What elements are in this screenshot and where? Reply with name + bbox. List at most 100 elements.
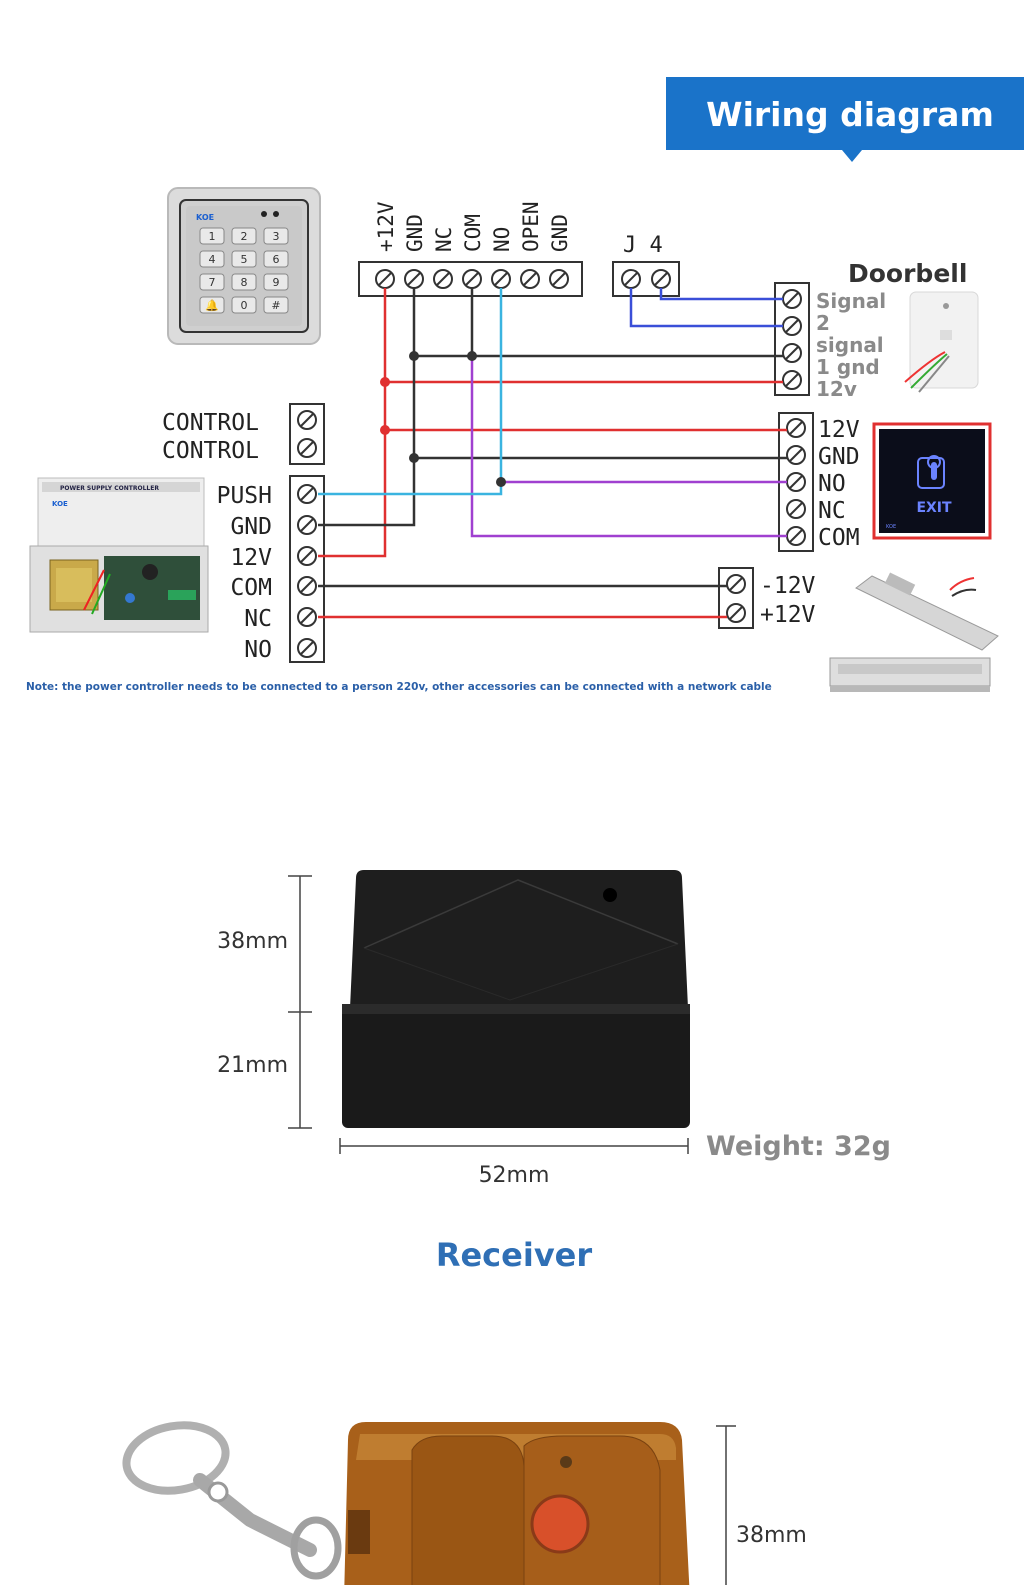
doorbell-image: [904, 291, 979, 393]
doorbell-terminal-label: signal: [816, 333, 884, 357]
j4-label: J 4: [623, 233, 663, 258]
controller-header: POWER SUPPLY CONTROLLER: [60, 485, 159, 492]
terminal-screw: [297, 484, 317, 504]
receiver-box-image: [342, 870, 690, 1128]
keypad-brand: KOE: [196, 213, 214, 222]
keypad-key-label: 0: [241, 299, 248, 312]
keypad-key: 6: [263, 250, 289, 268]
doorbell-terminal-label: 2: [816, 311, 830, 335]
keypad-key: #: [263, 296, 289, 314]
keypad-key: 4: [199, 250, 225, 268]
remote-dim-height: 38mm: [736, 1523, 807, 1548]
keypad-key: 1: [199, 227, 225, 245]
terminal-screw: [433, 269, 453, 289]
bolt-lock-image: [855, 572, 999, 651]
controller-terminal-label: NO: [244, 637, 272, 663]
wires: [318, 288, 787, 619]
keyring-image: [122, 1421, 342, 1580]
terminal-screw: [786, 499, 806, 519]
keypad-key-label: 2: [241, 230, 248, 243]
keypad-key: 9: [263, 273, 289, 291]
exit-terminal-label: COM: [818, 525, 860, 551]
exit-terminal-label: 12V: [818, 417, 860, 443]
controller-terminal-label: PUSH: [217, 483, 272, 509]
receiver-dim-bottom: 21mm: [217, 1053, 288, 1078]
keypad-terminal-label: GND: [403, 214, 427, 252]
keypad-terminal-label: OPEN: [519, 201, 543, 252]
wire: [629, 288, 783, 328]
doorbell-title: Doorbell: [848, 259, 967, 288]
remote-section: 38mm: [122, 1421, 807, 1585]
keypad-key: 8: [231, 273, 257, 291]
keypad-key-label: 4: [209, 253, 216, 266]
exit-button-brand: KOE: [886, 524, 896, 530]
exit-terminal-label: NC: [818, 498, 846, 524]
banner-shape: [666, 77, 1024, 162]
receiver-weight: Weight: 32g: [706, 1131, 891, 1162]
magnetic-lock-image: [829, 657, 991, 692]
terminal-screw: [786, 445, 806, 465]
keypad-key: 0: [231, 296, 257, 314]
controller-terminal-label: GND: [230, 514, 272, 540]
keypad-key: 7: [199, 273, 225, 291]
controller-control-label: CONTROL: [162, 410, 259, 436]
terminal-screw: [782, 343, 802, 363]
wire: [318, 288, 387, 558]
controller-brand: KOE: [52, 500, 68, 508]
keypad-terminal-label: NO: [490, 227, 514, 252]
terminal-screw: [782, 370, 802, 390]
j4-terminal-block: J 4: [612, 233, 680, 297]
keypad-terminal-label: GND: [548, 214, 572, 252]
terminal-screw: [726, 574, 746, 594]
terminal-screw: [786, 526, 806, 546]
keypad-key-label: #: [271, 299, 280, 312]
terminal-screw: [375, 269, 395, 289]
keypad-key: 3: [263, 227, 289, 245]
wire-junction: [380, 377, 390, 387]
wire-junction: [409, 351, 419, 361]
terminal-screw: [520, 269, 540, 289]
keypad-key: 2: [231, 227, 257, 245]
controller-terminal-label: 12V: [230, 545, 272, 571]
exit-button-text: EXIT: [916, 500, 952, 516]
terminal-screw: [404, 269, 424, 289]
receiver-dim-width: 52mm: [479, 1163, 550, 1188]
terminal-screw: [297, 638, 317, 658]
banner-title: Wiring diagram: [706, 95, 994, 134]
keypad-terminal-label: COM: [461, 214, 485, 252]
terminal-screw: [621, 269, 641, 289]
keypad-terminal-label: +12V: [374, 201, 398, 252]
keypad-key: 🔔: [199, 296, 225, 314]
wire: [318, 288, 416, 527]
controller-terminal-label: COM: [230, 575, 272, 601]
terminal-screw: [782, 316, 802, 336]
terminal-screw: [462, 269, 482, 289]
doorbell-terminal-label: 12v: [816, 377, 857, 401]
controller-image: POWER SUPPLY CONTROLLER KOE: [29, 477, 209, 633]
wire: [659, 288, 783, 301]
controller-control-label: CONTROL: [162, 438, 259, 464]
remote-height-dimension: 38mm: [716, 1425, 807, 1585]
wire-junction: [496, 477, 506, 487]
lock: -12V+12V: [718, 567, 999, 692]
hand-touch-icon: [917, 455, 945, 489]
keypad-key-label: 6: [273, 253, 280, 266]
receiver-caption: Receiver: [436, 1236, 593, 1274]
receiver-dim-top: 38mm: [217, 929, 288, 954]
keypad-key-label: 1: [209, 230, 216, 243]
terminal-screw: [297, 438, 317, 458]
receiver-width-dimension: 52mm: [339, 1138, 689, 1188]
keypad-key-label: 5: [241, 253, 248, 266]
keypad-key: 5: [231, 250, 257, 268]
terminal-screw: [786, 418, 806, 438]
terminal-screw: [726, 603, 746, 623]
receiver-section: 38mm 21mm 52mm Weight: 32g Receiver: [217, 870, 891, 1274]
keypad-key-label: 3: [273, 230, 280, 243]
